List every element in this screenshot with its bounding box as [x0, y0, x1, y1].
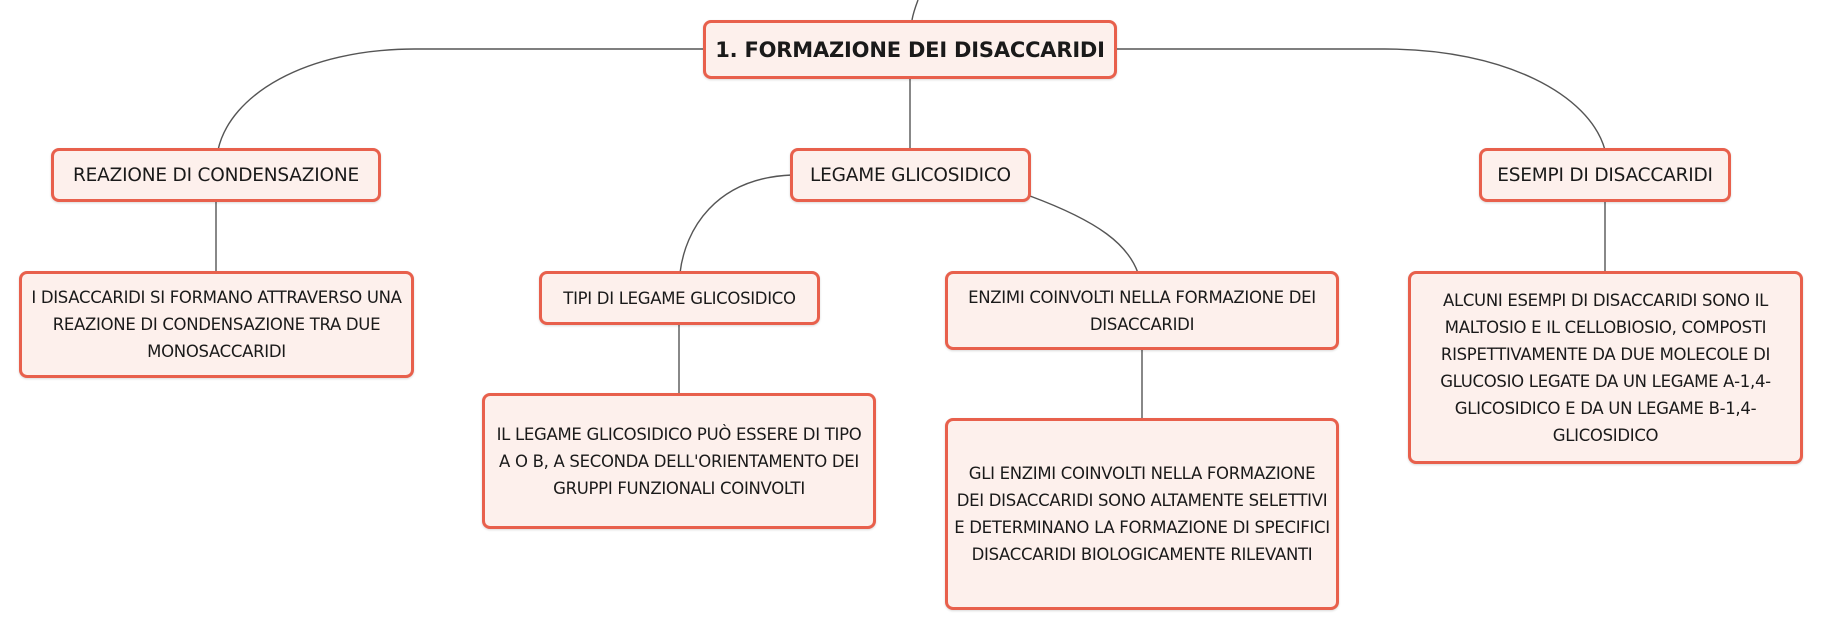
node-tipi-description-text: IL LEGAME GLICOSIDICO PUÒ ESSERE DI TIPO… — [496, 424, 862, 498]
edge-root-esempi — [1117, 48, 1606, 151]
edge-legame-enzimi — [1029, 195, 1139, 274]
node-enzimi-description-text: GLI ENZIMI COINVOLTI NELLA FORMAZIONE DE… — [954, 464, 1330, 564]
node-reazione-di-condensazione[interactable]: REAZIONE DI CONDENSAZIONE — [51, 148, 381, 202]
node-enzimi-coinvolti[interactable]: ENZIMI COINVOLTI NELLA FORMAZIONE DEI DI… — [945, 271, 1339, 350]
root-node-label: 1. FORMAZIONE DEI DISACCARIDI — [715, 37, 1105, 62]
node-esempi-description-text: ALCUNI ESEMPI DI DISACCARIDI SONO IL MAL… — [1440, 290, 1771, 445]
node-legame-glicosidico[interactable]: LEGAME GLICOSIDICO — [790, 148, 1031, 202]
edge-root-parent — [911, 0, 919, 21]
node-esempi-description[interactable]: ALCUNI ESEMPI DI DISACCARIDI SONO IL MAL… — [1408, 271, 1803, 464]
node-enzimi-label: ENZIMI COINVOLTI NELLA FORMAZIONE DEI DI… — [968, 287, 1316, 334]
node-tipi-label: TIPI DI LEGAME GLICOSIDICO — [563, 288, 796, 308]
node-legame-label: LEGAME GLICOSIDICO — [810, 164, 1011, 186]
node-reazione-label: REAZIONE DI CONDENSAZIONE — [73, 164, 359, 186]
edge-root-reazione — [217, 48, 703, 151]
edge-legame-tipi — [679, 174, 793, 274]
node-tipi-description[interactable]: IL LEGAME GLICOSIDICO PUÒ ESSERE DI TIPO… — [482, 393, 876, 529]
node-tipi-di-legame[interactable]: TIPI DI LEGAME GLICOSIDICO — [539, 271, 820, 325]
node-esempi-label: ESEMPI DI DISACCARIDI — [1497, 164, 1713, 186]
node-esempi-di-disaccaridi[interactable]: ESEMPI DI DISACCARIDI — [1479, 148, 1731, 202]
node-reazione-description-text: I DISACCARIDI SI FORMANO ATTRAVERSO UNA … — [31, 288, 402, 361]
node-reazione-description[interactable]: I DISACCARIDI SI FORMANO ATTRAVERSO UNA … — [19, 271, 414, 378]
node-enzimi-description[interactable]: GLI ENZIMI COINVOLTI NELLA FORMAZIONE DE… — [945, 418, 1339, 610]
root-node[interactable]: 1. FORMAZIONE DEI DISACCARIDI — [703, 20, 1117, 79]
